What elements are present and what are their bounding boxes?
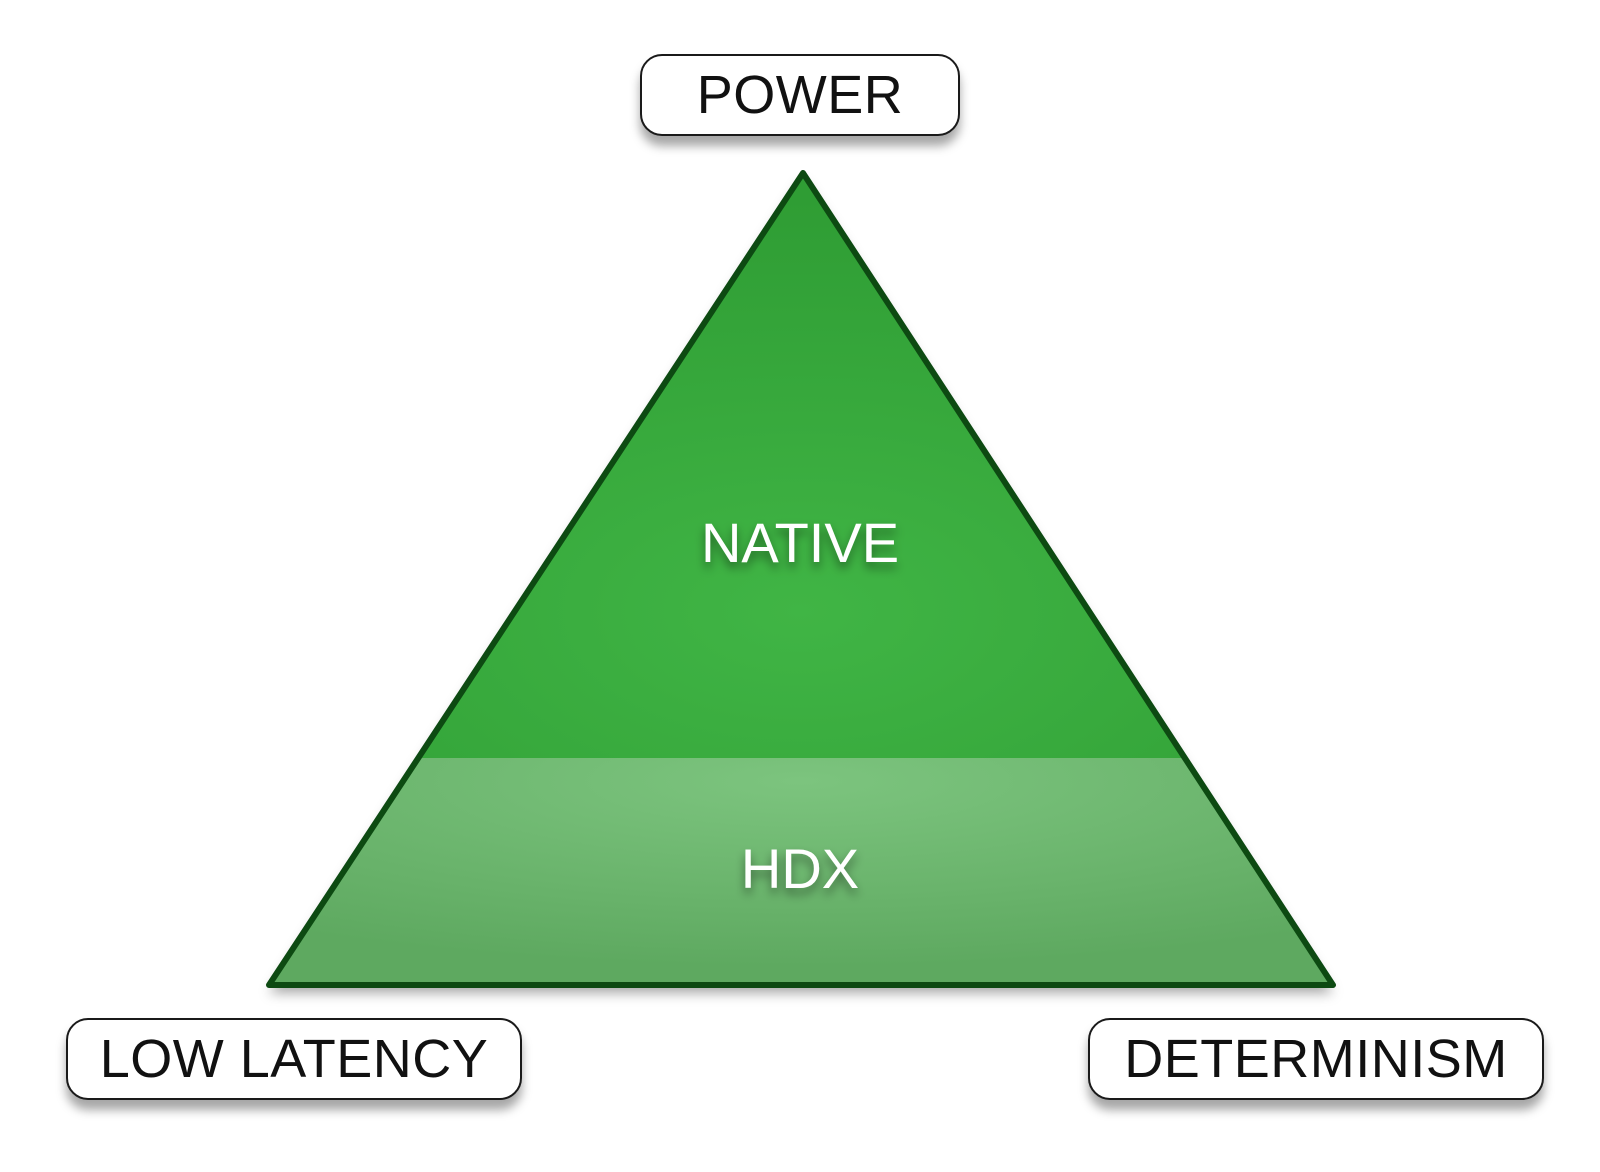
hdx-layer xyxy=(269,758,1333,985)
determinism-label-box: DETERMINISM xyxy=(1088,1018,1544,1100)
power-label-box: POWER xyxy=(640,54,960,136)
determinism-label: DETERMINISM xyxy=(1124,1029,1508,1089)
low-latency-label-box: LOW LATENCY xyxy=(66,1018,522,1100)
native-layer xyxy=(269,173,1333,758)
hdx-label: HDX xyxy=(741,837,859,900)
power-label: POWER xyxy=(696,65,904,125)
triangle-outline xyxy=(266,170,1336,988)
low-latency-label: LOW LATENCY xyxy=(99,1029,489,1089)
native-label: NATIVE xyxy=(701,511,899,574)
